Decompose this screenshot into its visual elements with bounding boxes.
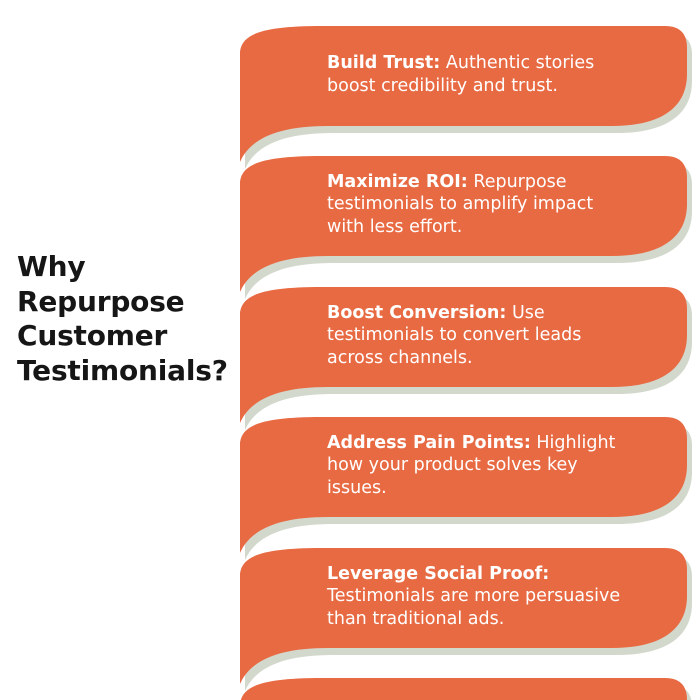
card-1-text: Build Trust: Authentic stories boost cre… [327,52,594,97]
card-1-lead: Build Trust: [327,53,441,74]
card-5-body: Testimonials are more persuasive than tr… [327,586,621,629]
card-3-boost-conversion: Boost Conversion: Use testimonials to co… [327,287,692,384]
page-title: Why Repurpose Customer Testimonials? [17,250,228,387]
card-4-body: Highlight how your product solves key is… [327,433,616,498]
card-1-build-trust: Build Trust: Authentic stories boost cre… [327,26,692,123]
card-5-lead: Leverage Social Proof: [327,564,550,585]
card-4-address-pain-points: Address Pain Points: Highlight how your … [327,417,692,514]
card-2-body: Repurpose testimonials to amplify impact… [327,172,594,237]
card-5-leverage-social-proof: Leverage Social Proof: Testimonials are … [327,548,692,645]
card-4-text: Address Pain Points: Highlight how your … [327,432,615,499]
card-2-lead: Maximize ROI: [327,172,468,193]
card-3-text: Boost Conversion: Use testimonials to co… [327,302,581,369]
card-shape-6-partial [240,678,692,700]
card-2-maximize-roi: Maximize ROI: Repurpose testimonials to … [327,156,692,253]
card-3-lead: Boost Conversion: [327,303,507,324]
card-2-text: Maximize ROI: Repurpose testimonials to … [327,171,593,238]
card-5-text: Leverage Social Proof: Testimonials are … [327,563,620,630]
card-3-body: Use testimonials to convert leads across… [327,303,582,368]
card-1-body: Authentic stories boost credibility and … [327,53,595,96]
card-4-lead: Address Pain Points: [327,433,531,454]
